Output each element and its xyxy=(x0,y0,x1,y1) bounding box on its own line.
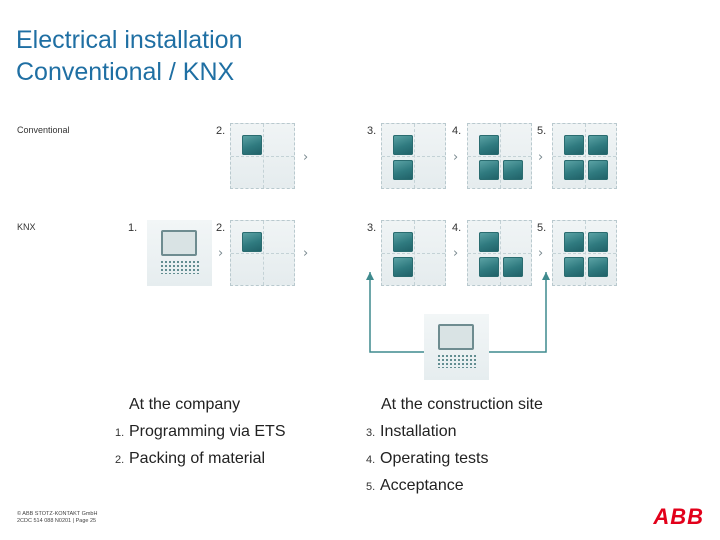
module-icon xyxy=(393,160,413,180)
chevron-right-icon: › xyxy=(538,150,544,165)
conventional-step-4-cell xyxy=(467,123,532,189)
module-icon xyxy=(564,232,584,252)
module-icon xyxy=(393,257,413,277)
module-icon xyxy=(588,232,608,252)
module-icon xyxy=(503,257,523,277)
list-item-number: 3. xyxy=(366,427,376,439)
step-number: 3. xyxy=(367,125,377,137)
chevron-right-icon: › xyxy=(453,246,459,261)
module-icon xyxy=(479,135,499,155)
footer-text: © ABB STOTZ-KONTAKT GmbH 2CDC 514 088 N0… xyxy=(17,511,97,525)
module-icon xyxy=(242,135,262,155)
footer-copyright: © ABB STOTZ-KONTAKT GmbH xyxy=(17,511,98,517)
touch-panel-screen xyxy=(161,230,197,256)
list-item-number: 4. xyxy=(366,454,376,466)
touch-panel-keys xyxy=(160,260,199,274)
list-item-number: 1. xyxy=(115,427,125,439)
chevron-right-icon: › xyxy=(218,246,224,261)
module-icon xyxy=(588,135,608,155)
knx-step-4-cell xyxy=(467,220,532,286)
chevron-right-icon: › xyxy=(538,246,544,261)
list-item-label: Operating tests xyxy=(380,450,489,467)
module-icon xyxy=(479,160,499,180)
list-item-label: Acceptance xyxy=(380,477,464,494)
site-item: 5. Acceptance xyxy=(366,477,464,495)
site-heading: At the construction site xyxy=(381,396,543,413)
touch-panel-keys xyxy=(437,354,476,368)
title-line-1: Electrical installation xyxy=(16,26,243,54)
list-item-number: 2. xyxy=(115,454,125,466)
company-heading: At the company xyxy=(129,396,241,413)
company-item: 1. Programming via ETS xyxy=(115,423,286,441)
step-number: 5. xyxy=(537,125,547,137)
site-item: 4. Operating tests xyxy=(366,450,489,468)
footer-doc-id: 2CDC 514 088 N0201 | Page 25 xyxy=(17,518,97,524)
module-icon xyxy=(588,257,608,277)
list-item-number: 5. xyxy=(366,481,376,493)
step-number: 2. xyxy=(216,222,226,234)
step-number: 4. xyxy=(452,222,462,234)
module-icon xyxy=(564,160,584,180)
chevron-right-icon: › xyxy=(303,246,309,261)
list-item-label: Programming via ETS xyxy=(129,423,286,440)
chevron-right-icon: › xyxy=(303,150,309,165)
site-item: 3. Installation xyxy=(366,423,457,441)
touch-panel-screen xyxy=(438,324,474,350)
knx-step-3-cell xyxy=(381,220,446,286)
module-icon xyxy=(503,160,523,180)
knx-step-1-panel xyxy=(147,220,212,286)
step-number: 1. xyxy=(128,222,138,234)
module-icon xyxy=(479,257,499,277)
step-number: 3. xyxy=(367,222,377,234)
conventional-step-2-cell xyxy=(230,123,295,189)
module-icon xyxy=(564,135,584,155)
row-label-knx: KNX xyxy=(17,222,36,232)
module-icon xyxy=(564,257,584,277)
row-label-conventional: Conventional xyxy=(17,125,70,135)
conventional-step-5-cell xyxy=(552,123,617,189)
step-number: 4. xyxy=(452,125,462,137)
list-item-label: Installation xyxy=(380,423,457,440)
title-line-2: Conventional / KNX xyxy=(16,58,235,86)
module-icon xyxy=(588,160,608,180)
step-number: 5. xyxy=(537,222,547,234)
list-item-label: Packing of material xyxy=(129,450,266,467)
module-icon xyxy=(393,135,413,155)
chevron-right-icon: › xyxy=(453,150,459,165)
slide-title: Electrical installation Conventional / K… xyxy=(16,24,243,88)
knx-step-2-cell xyxy=(230,220,295,286)
knx-step-5-cell xyxy=(552,220,617,286)
knx-commissioning-panel xyxy=(424,314,489,380)
module-icon xyxy=(242,232,262,252)
abb-logo: ABB xyxy=(653,504,704,529)
step-number: 2. xyxy=(216,125,226,137)
conventional-step-3-cell xyxy=(381,123,446,189)
module-icon xyxy=(479,232,499,252)
company-item: 2. Packing of material xyxy=(115,450,265,468)
module-icon xyxy=(393,232,413,252)
